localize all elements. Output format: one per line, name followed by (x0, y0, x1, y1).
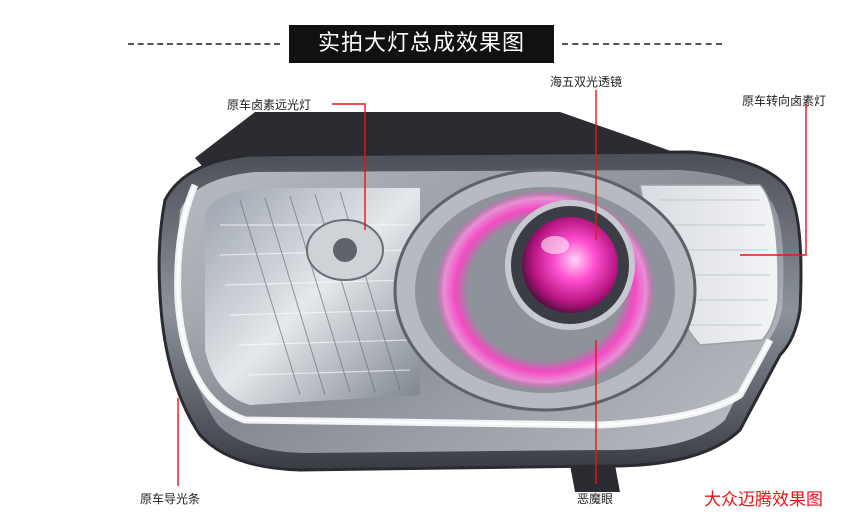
label-halogen-high-beam: 原车卤素远光灯 (227, 98, 312, 112)
bottom-mount (570, 465, 620, 492)
label-bixenon-lens: 海五双光透镜 (550, 75, 623, 89)
devil-eye (522, 217, 618, 313)
page-title: 实拍大灯总成效果图 (289, 25, 554, 63)
model-caption: 大众迈腾效果图 (704, 490, 823, 510)
label-turn-signal: 原车转向卤素灯 (742, 94, 827, 108)
callout-lines (177, 90, 807, 486)
label-devil-eye: 恶魔眼 (577, 492, 614, 506)
label-light-guide: 原车导光条 (140, 492, 201, 506)
